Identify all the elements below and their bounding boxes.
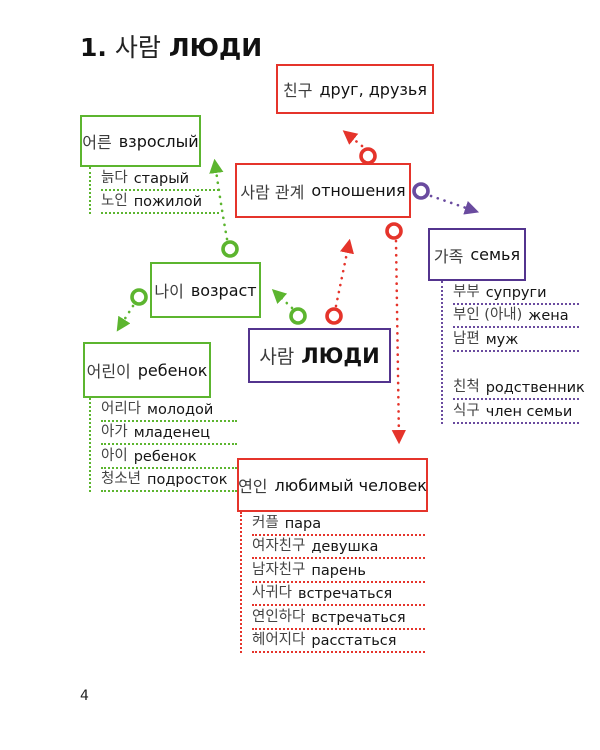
word-russian: ребенок bbox=[133, 448, 197, 465]
word-item: 여자친구 девушка bbox=[252, 536, 425, 559]
edge-relations-family bbox=[412, 182, 480, 215]
word-russian: младенец bbox=[133, 425, 210, 441]
connector-origin-dot bbox=[325, 307, 343, 325]
node-child: 어린이 ребенок bbox=[83, 342, 211, 398]
word-item: 남편 муж bbox=[453, 328, 579, 352]
node-adult-korean: 어른 bbox=[82, 133, 112, 152]
word-russian: пожилой bbox=[133, 194, 203, 210]
word-korean: 부부 bbox=[453, 283, 480, 300]
word-korean: 청소년 bbox=[101, 471, 142, 487]
wordlist-child: 어리다 молодой 아가 младенец 아이 ребенок 청소년 п… bbox=[89, 398, 237, 492]
word-russian: девушка bbox=[311, 539, 379, 555]
word-korean: 남자친구 bbox=[252, 561, 306, 578]
connector-origin-dot bbox=[385, 222, 403, 240]
word-korean: 식구 bbox=[453, 402, 480, 419]
node-adult: 어른 взрослый bbox=[80, 115, 201, 167]
node-age-korean: 나이 bbox=[154, 282, 184, 301]
word-russian: молодой bbox=[147, 401, 214, 418]
edge-age-child bbox=[116, 288, 148, 332]
wordlist-adult: 늙다 старый 노인 пожилой bbox=[89, 167, 219, 214]
word-item: 헤어지다 расстаться bbox=[252, 630, 425, 653]
word-item: 부인 (아내) жена bbox=[453, 305, 579, 328]
word-russian: встречаться bbox=[311, 609, 406, 626]
node-people-central: 사람 ЛЮДИ bbox=[248, 328, 391, 383]
node-age-russian: возраст bbox=[190, 280, 257, 300]
word-russian: старый bbox=[133, 170, 190, 187]
word-russian: родственник bbox=[485, 380, 585, 396]
word-russian: парень bbox=[311, 562, 366, 579]
word-korean: 아이 bbox=[101, 447, 128, 464]
word-korean: 헤어지다 bbox=[252, 632, 306, 648]
word-korean: 늙다 bbox=[101, 169, 128, 186]
word-item: 아가 младенец bbox=[101, 422, 237, 445]
node-friend-russian: друг, друзья bbox=[319, 79, 427, 99]
word-korean: 여자친구 bbox=[252, 538, 306, 554]
node-age: 나이 возраст bbox=[150, 262, 261, 318]
node-lover-korean: 연인 bbox=[238, 477, 268, 496]
node-people-korean: 사람 bbox=[259, 346, 295, 368]
word-korean: 연인하다 bbox=[252, 608, 306, 625]
word-russian: подросток bbox=[147, 472, 228, 488]
node-family-russian: семья bbox=[470, 245, 521, 264]
node-friend: 친구 друг, друзья bbox=[276, 64, 434, 114]
page-number: 4 bbox=[80, 688, 89, 704]
word-korean: 어리다 bbox=[101, 400, 142, 417]
word-item: 노인 пожилой bbox=[101, 191, 219, 214]
wordlist-lover: 커플 пара 여자친구 девушка 남자친구 парень 사귀다 вст… bbox=[240, 512, 425, 653]
word-korean: 사귀다 bbox=[252, 585, 293, 601]
connector-origin-dot bbox=[130, 288, 148, 306]
node-relations-korean: 사람 관계 bbox=[240, 182, 305, 202]
connector-origin-dot bbox=[412, 182, 430, 200]
connector-origin-dot bbox=[359, 147, 377, 165]
node-adult-russian: взрослый bbox=[118, 131, 199, 151]
word-korean: 노인 bbox=[101, 193, 128, 209]
word-korean: 부인 (아내) bbox=[453, 307, 523, 323]
word-item: 아이 ребенок bbox=[101, 445, 237, 469]
node-people-russian: ЛЮДИ bbox=[301, 343, 380, 368]
word-item: 연인하다 встречаться bbox=[252, 606, 425, 630]
node-relations-russian: отношения bbox=[311, 181, 406, 200]
node-lover-russian: любимый человек bbox=[274, 475, 427, 495]
word-item: 사귀다 встречаться bbox=[252, 583, 425, 606]
node-relations: 사람 관계 отношения bbox=[235, 163, 411, 218]
word-item: 남자친구 парень bbox=[252, 559, 425, 583]
word-russian: член семьи bbox=[485, 403, 573, 420]
connector-origin-dot bbox=[221, 240, 239, 258]
node-family: 가족 семья bbox=[428, 228, 526, 281]
word-russian: расстаться bbox=[311, 633, 397, 649]
word-item: 부부 супруги bbox=[453, 281, 579, 305]
node-lover: 연인 любимый человек bbox=[237, 458, 428, 512]
word-russian: встречаться bbox=[298, 586, 393, 602]
connector-origin-dot bbox=[289, 307, 307, 325]
word-item: 친척 родственник bbox=[453, 377, 585, 400]
word-item: 식구 член семьи bbox=[453, 400, 579, 424]
node-friend-korean: 친구 bbox=[283, 81, 313, 100]
node-child-russian: ребенок bbox=[137, 360, 208, 380]
edge-relations-friend bbox=[342, 130, 377, 165]
word-item: 청소년 подросток bbox=[101, 469, 237, 492]
word-korean: 친척 bbox=[453, 379, 480, 395]
word-russian: супруги bbox=[485, 284, 547, 301]
word-russian: жена bbox=[528, 308, 569, 324]
word-item: 커플 пара bbox=[252, 512, 425, 536]
title-russian: ЛЮДИ bbox=[168, 33, 263, 62]
word-korean: 남편 bbox=[453, 330, 480, 347]
title-number: 1. bbox=[80, 33, 107, 62]
title-korean: 사람 bbox=[114, 33, 161, 62]
word-korean: 아가 bbox=[101, 424, 128, 440]
word-item: 어리다 молодой bbox=[101, 398, 237, 422]
node-family-korean: 가족 bbox=[433, 246, 464, 266]
word-korean: 커플 bbox=[252, 514, 279, 531]
edge-people-age bbox=[271, 289, 307, 325]
word-russian: пара bbox=[284, 515, 322, 532]
word-item: 늙다 старый bbox=[101, 167, 219, 191]
page-title: 1. 사람 ЛЮДИ bbox=[80, 28, 262, 64]
node-child-korean: 어린이 bbox=[86, 362, 131, 381]
edge-people-relations bbox=[325, 238, 354, 325]
wordlist-family: 부부 супруги 부인 (아내) жена 남편 муж 친척 родств… bbox=[441, 281, 585, 424]
word-russian: муж bbox=[485, 331, 519, 348]
